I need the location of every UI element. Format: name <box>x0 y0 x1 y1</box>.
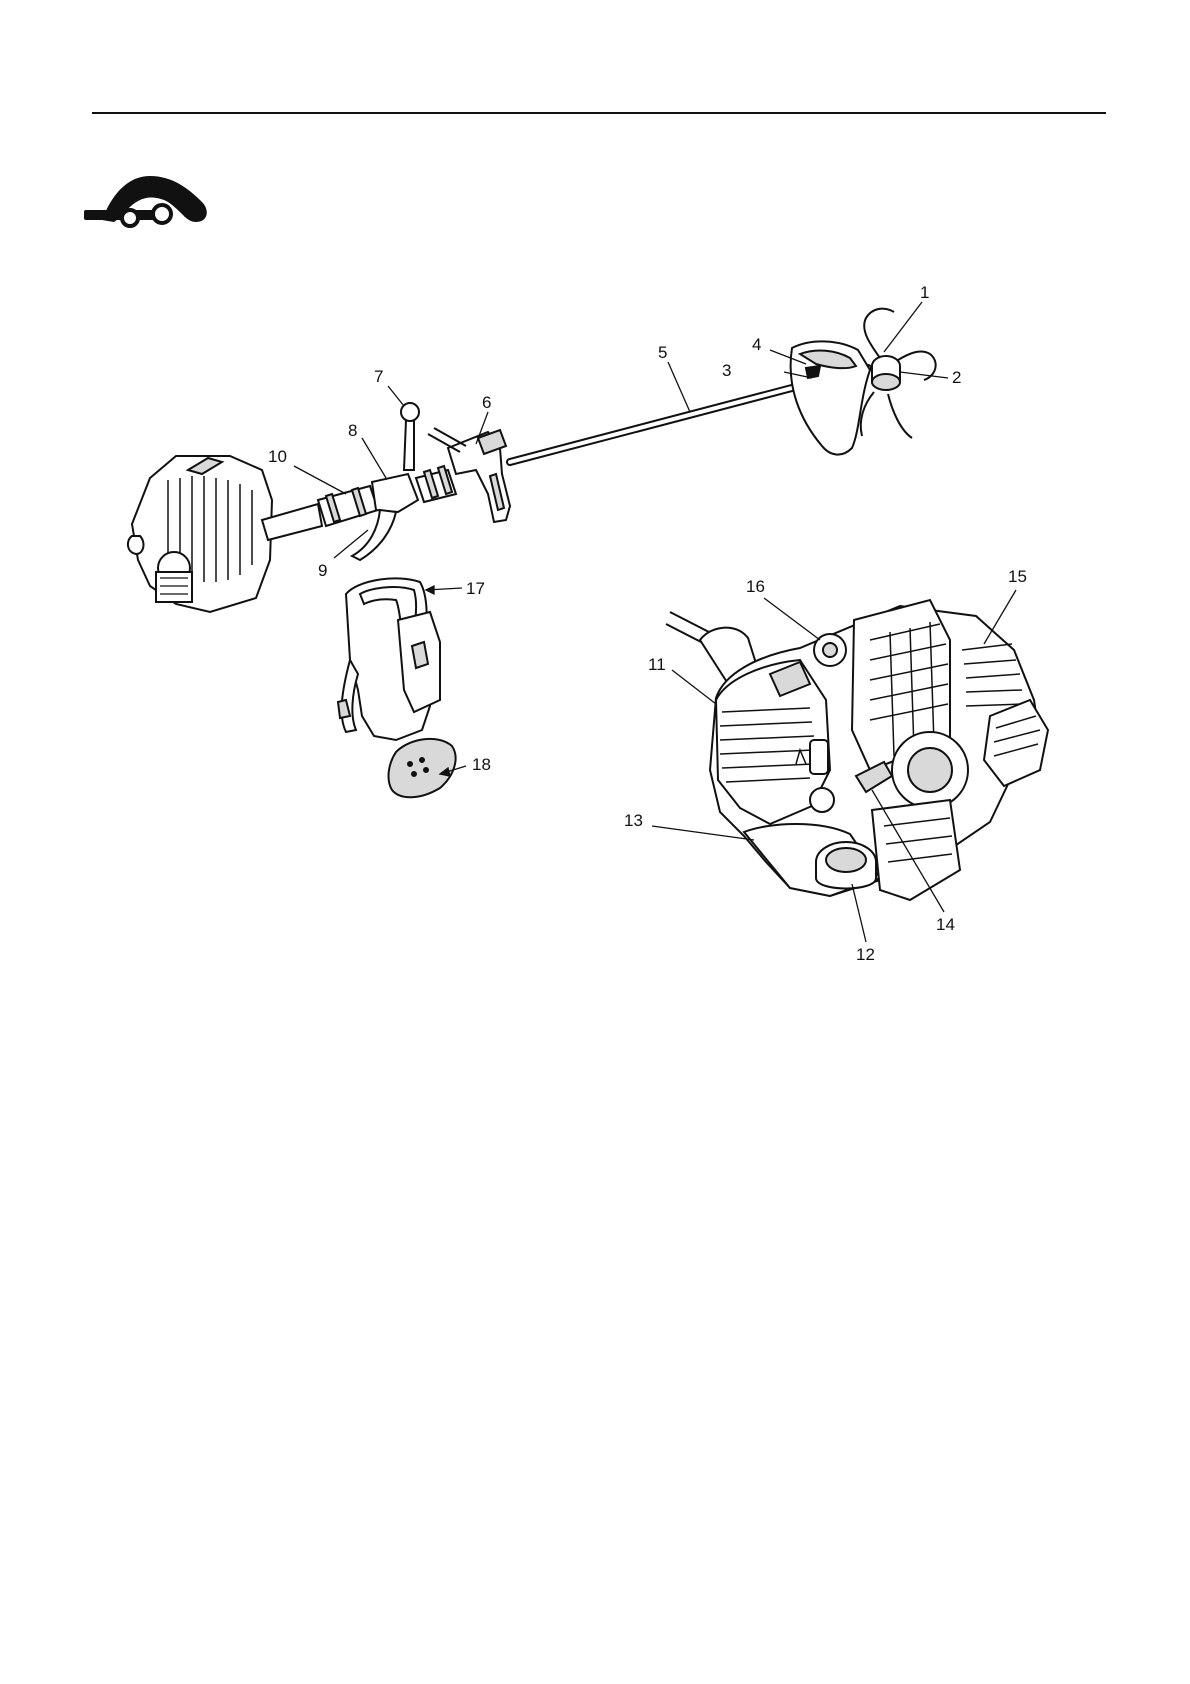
callout-12: 12 <box>856 945 875 964</box>
callout-7: 7 <box>374 367 383 386</box>
callout-9: 9 <box>318 561 327 580</box>
callout-14: 14 <box>936 915 955 934</box>
callout-16: 16 <box>746 577 765 596</box>
debris-shield <box>791 341 870 454</box>
callout-1: 1 <box>920 283 929 302</box>
cutting-head <box>861 309 936 438</box>
callout-2: 2 <box>952 368 961 387</box>
shoulder-harness <box>338 578 456 797</box>
callout-4: 4 <box>752 335 761 354</box>
callout-11: 11 <box>648 655 666 674</box>
hanger-ring <box>401 403 419 470</box>
callout-6: 6 <box>482 393 491 412</box>
callout-18: 18 <box>472 755 491 774</box>
callout-5: 5 <box>658 343 667 362</box>
engine-detail <box>666 600 1048 900</box>
callout-15: 15 <box>1008 567 1027 586</box>
callout-8: 8 <box>348 421 357 440</box>
engine-small <box>128 456 322 612</box>
callout-13: 13 <box>624 811 643 830</box>
callout-17: 17 <box>466 579 485 598</box>
shaft-coupling <box>318 466 456 560</box>
callout-10: 10 <box>268 447 287 466</box>
callout-3: 3 <box>722 361 731 380</box>
